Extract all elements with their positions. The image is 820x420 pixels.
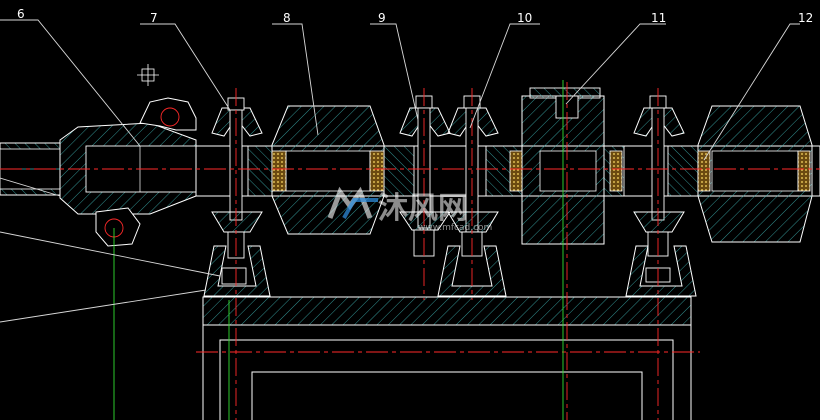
frame-body xyxy=(202,324,692,420)
callout-label: 10 xyxy=(517,11,532,25)
seal-rings xyxy=(271,150,811,192)
centerline-horizontal xyxy=(0,168,820,353)
leader-lines xyxy=(0,19,800,323)
callout-label: 12 xyxy=(798,11,813,25)
watermark-text: 沐风网 xyxy=(378,191,468,226)
watermark: 沐风网 www.mfcad.com xyxy=(327,186,492,233)
callout-label: 6 xyxy=(17,7,25,21)
snap-crosshair xyxy=(137,64,159,86)
clamp-assembly-3 xyxy=(437,95,507,297)
dimension-lines xyxy=(113,80,564,420)
mf-logo-icon xyxy=(327,186,378,219)
roller-segment-12 xyxy=(697,105,813,243)
watermark-url: www.mfcad.com xyxy=(418,223,492,233)
callout-label: 7 xyxy=(150,11,158,25)
callout-labels: 6 7 8 9 10 11 12 xyxy=(17,7,813,25)
callout-label: 8 xyxy=(283,11,291,25)
clamp-assembly-1 xyxy=(203,97,271,297)
callout-label: 11 xyxy=(651,11,666,25)
callout-label: 9 xyxy=(378,11,386,25)
top-lug xyxy=(139,97,197,131)
coupling-housing xyxy=(59,122,197,215)
base-plate xyxy=(202,296,692,326)
